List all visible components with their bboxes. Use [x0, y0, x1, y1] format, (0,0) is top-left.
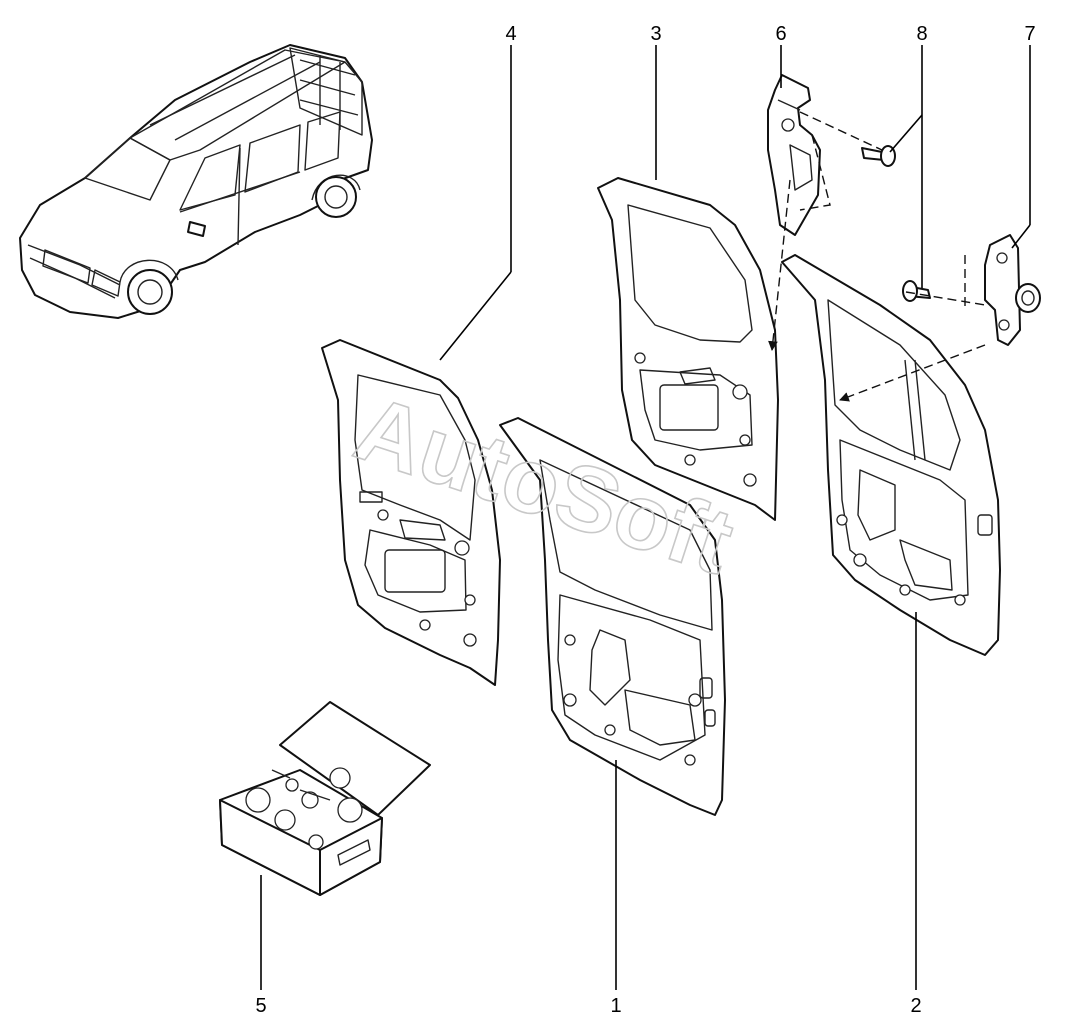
- door-part-2: [781, 254, 1001, 656]
- kit-box-part-5: [219, 701, 431, 896]
- door-part-3: [597, 177, 779, 521]
- callout-8: 8: [916, 23, 927, 45]
- callout-5: 5: [255, 995, 266, 1017]
- assembly-lines: [768, 111, 986, 402]
- callout-1: 1: [610, 995, 621, 1017]
- door-part-4: [321, 339, 501, 686]
- leader-lines: [260, 45, 1031, 990]
- hinge-bracket-part-6: [767, 74, 821, 236]
- callout-7: 7: [1024, 23, 1035, 45]
- callout-labels: 4 3 6 8 7 5 1 2: [255, 23, 1035, 1017]
- callout-3: 3: [650, 23, 661, 45]
- callout-6: 6: [775, 23, 786, 45]
- hinge-part-7: [984, 234, 1041, 346]
- vehicle-illustration: [19, 44, 373, 319]
- bolt-part-8: [861, 145, 931, 302]
- callout-4: 4: [505, 23, 516, 45]
- callout-2: 2: [910, 995, 921, 1017]
- door-part-1: [499, 417, 726, 816]
